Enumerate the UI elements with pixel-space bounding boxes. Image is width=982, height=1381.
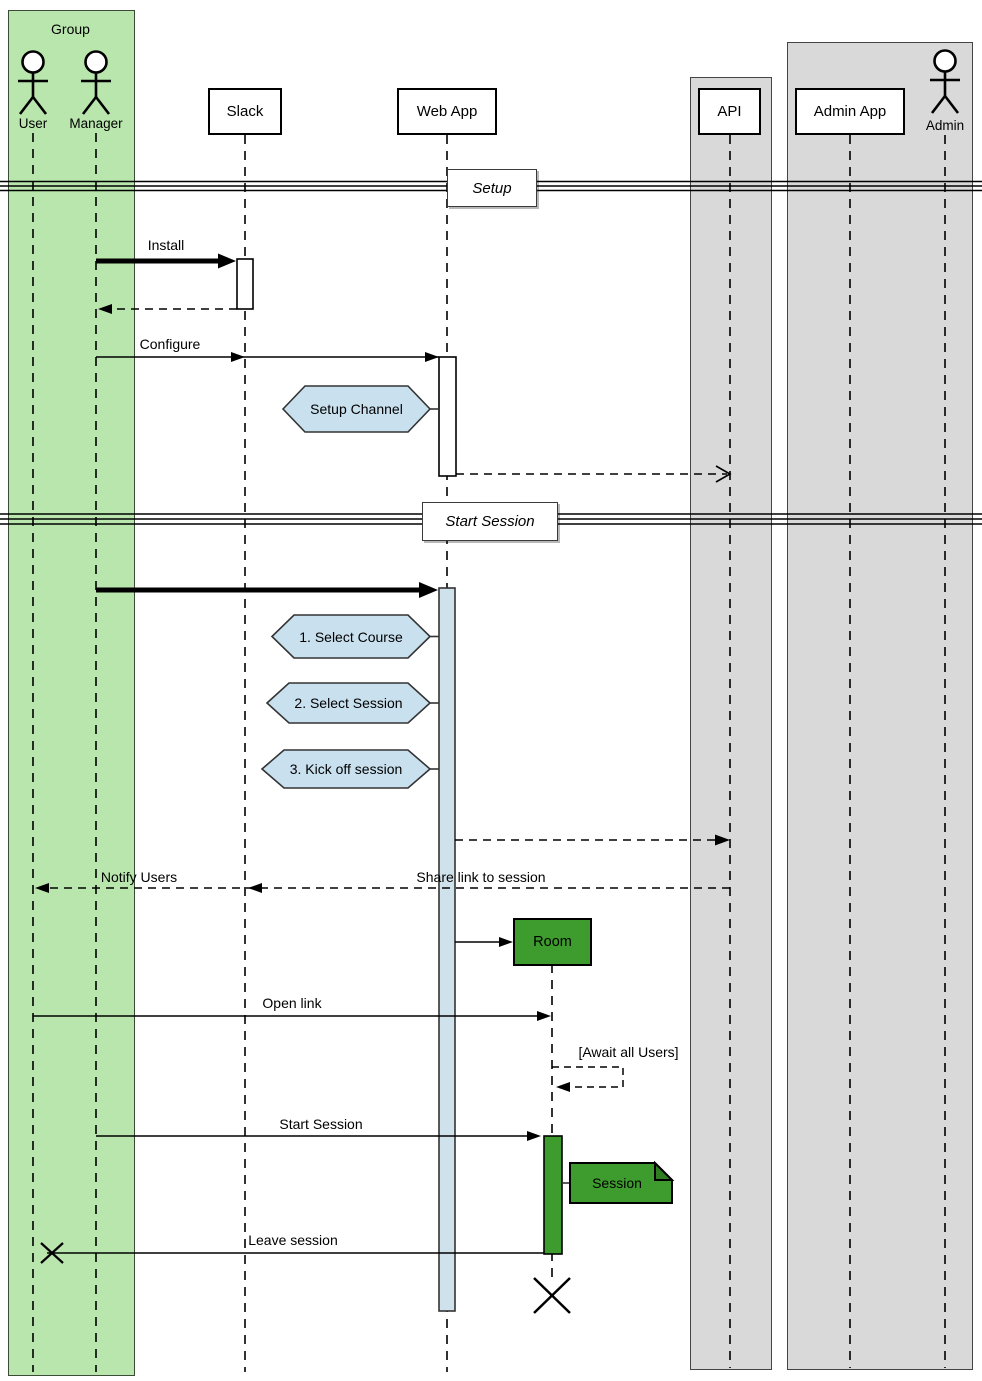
start-session-label: Start Session <box>279 1116 363 1132</box>
select-session-label: 2. Select Session <box>294 695 403 711</box>
await-arrowhead <box>556 1082 570 1092</box>
await-all-users-label: [Await all Users] <box>578 1044 679 1060</box>
user-label: User <box>18 116 48 131</box>
api-box: API <box>698 88 761 135</box>
notify-arrowhead-user <box>35 883 49 893</box>
install-return-arrowhead <box>98 304 112 314</box>
session-note-label: Session <box>592 1175 642 1191</box>
adminapp-box: Admin App <box>795 88 905 135</box>
create-room-arrowhead <box>499 937 513 947</box>
open-link-label: Open link <box>262 995 322 1011</box>
start-session-section-title: Start Session <box>422 502 558 541</box>
configure-arrowhead-webapp <box>425 352 439 362</box>
configure-arrowhead-slack <box>231 352 245 362</box>
slack-activation-bar <box>236 258 254 310</box>
webapp-setup-activation-bar <box>438 356 457 477</box>
start-thick-arrowhead <box>419 582 438 598</box>
webapp-activation-bar <box>438 587 456 1312</box>
session-note-shape <box>569 1162 673 1204</box>
user-actor-icon <box>18 50 48 115</box>
share-link-label: Share link to session <box>416 869 546 885</box>
admin-container <box>787 42 973 1370</box>
kick-off-label: 3. Kick off session <box>289 761 403 777</box>
admin-actor-icon <box>930 49 960 114</box>
manager-label: Manager <box>69 116 123 131</box>
start-session-arrowhead <box>527 1131 541 1141</box>
lifelines <box>32 133 946 1372</box>
webapp-api-arrowhead <box>715 834 730 846</box>
install-label: Install <box>147 237 185 253</box>
group-container <box>8 10 135 1376</box>
setup-section-title: Setup <box>447 169 537 207</box>
webapp-box: Web App <box>397 88 497 135</box>
slack-box: Slack <box>208 88 282 135</box>
manager-actor-icon <box>81 50 111 115</box>
notify-users-label: Notify Users <box>100 869 178 885</box>
setup-async-open-arrowhead <box>715 465 732 483</box>
leave-session-lost-x <box>40 1242 64 1264</box>
room-box: Room <box>513 918 592 966</box>
open-link-arrowhead <box>537 1011 551 1021</box>
install-arrowhead <box>218 253 236 269</box>
await-self-loop <box>552 1066 624 1088</box>
leave-session-label: Leave session <box>248 1232 338 1248</box>
api-container <box>690 77 772 1370</box>
configure-label: Configure <box>139 336 201 352</box>
session-note-fold <box>654 1160 675 1181</box>
select-course-label: 1. Select Course <box>299 628 403 645</box>
group-label: Group <box>51 21 90 37</box>
room-activation-bar <box>543 1135 563 1255</box>
notify-arrowhead-slack <box>248 883 262 893</box>
setup-channel-label: Setup Channel <box>310 401 403 417</box>
admin-label: Admin <box>925 118 965 133</box>
room-destroy-x <box>533 1277 571 1314</box>
